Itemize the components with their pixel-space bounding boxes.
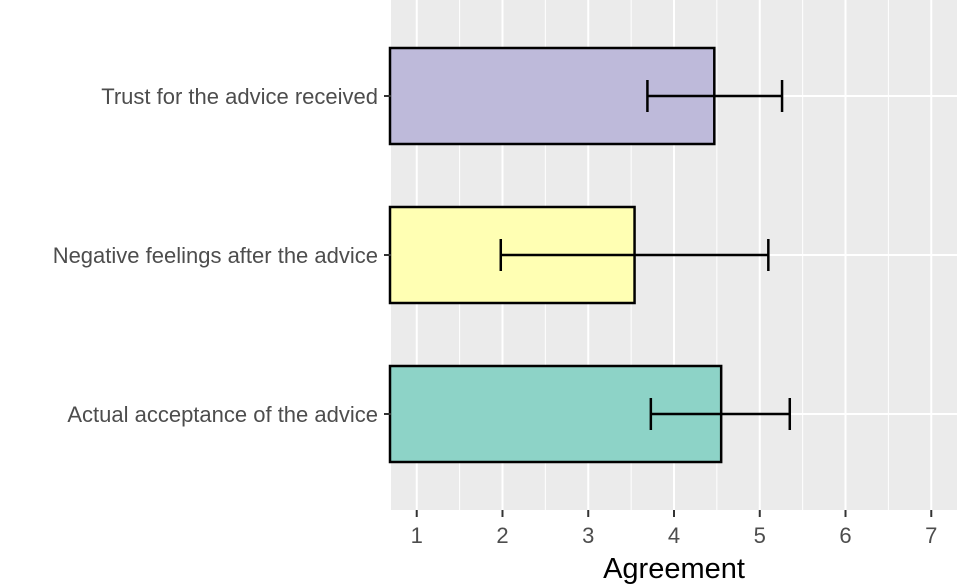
x-axis-title: Agreement: [603, 553, 745, 585]
y-tick-label: Negative feelings after the advice: [53, 243, 378, 268]
x-tick-label: 3: [582, 523, 594, 548]
x-tick-label: 7: [925, 523, 937, 548]
x-tick-label: 4: [668, 523, 680, 548]
y-tick-label: Actual acceptance of the advice: [67, 402, 378, 427]
x-tick-label: 6: [839, 523, 851, 548]
y-tick-label: Trust for the advice received: [101, 84, 378, 109]
x-axis: 1 2 3 4 5 6 7: [411, 510, 937, 548]
error-bars: [499, 80, 792, 430]
x-tick-label: 1: [411, 523, 423, 548]
x-tick-label: 5: [754, 523, 766, 548]
x-tick-label: 2: [496, 523, 508, 548]
